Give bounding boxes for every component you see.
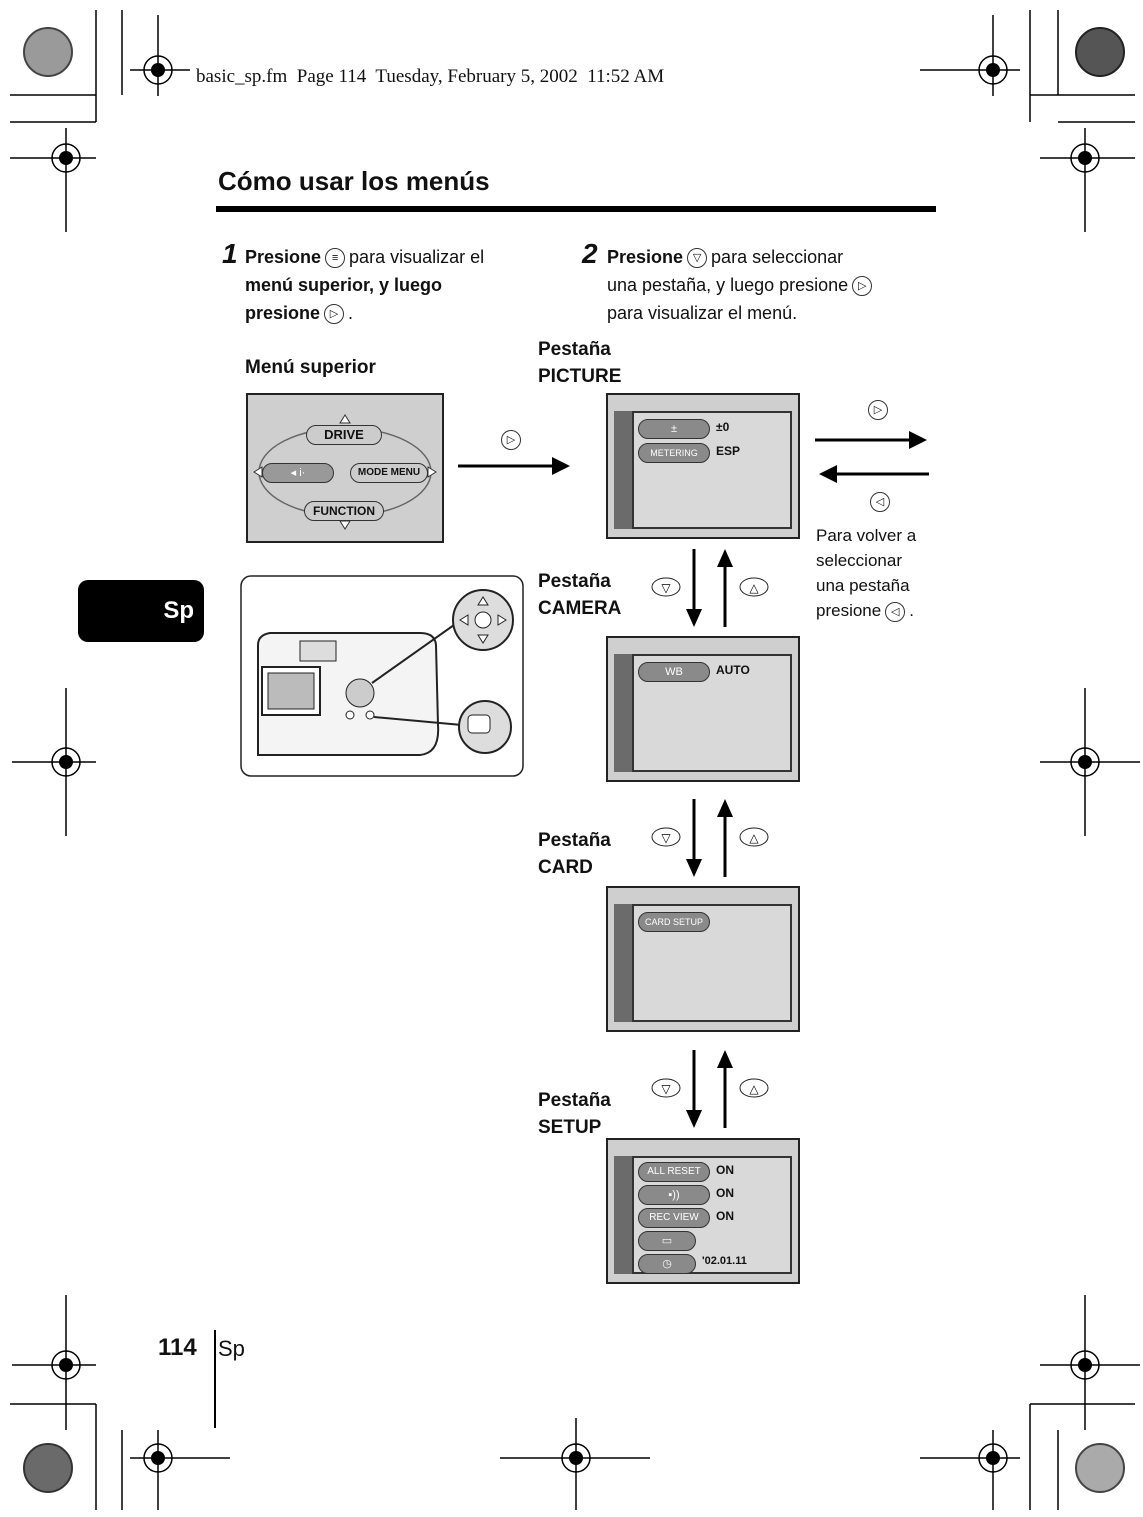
screen-setup-tab: ALL RESET ON ▪)) ON REC VIEW ON ▭ ◷ '02.…: [606, 1138, 800, 1284]
screen-tab-strip: [614, 654, 632, 772]
right-button-icon-1: ▷: [497, 430, 525, 450]
tab-label-picture: Pestaña PICTURE: [538, 336, 621, 390]
right-button-icon-2: ▷: [864, 400, 892, 420]
screen-inner: WB AUTO: [632, 654, 792, 772]
date-value: '02.01.11: [702, 1255, 747, 1267]
screen-tab-strip: [614, 1156, 632, 1274]
screen-camera-tab: ± ±0 METERING ESP: [606, 393, 800, 539]
screen-inner: ALL RESET ON ▪)) ON REC VIEW ON ▭ ◷ '02.…: [632, 1156, 792, 1274]
step1-number: 1: [222, 238, 238, 269]
all-reset-value: ON: [716, 1163, 734, 1177]
rec-view-value: ON: [716, 1209, 734, 1223]
step1-line2: menú superior, y luego: [245, 275, 443, 295]
metering-value: ESP: [716, 444, 741, 458]
arrow-right-1: [458, 457, 570, 475]
return-note: Para volver a seleccionar una pestaña pr…: [816, 523, 966, 623]
updown-arrows-2: ▽ △: [651, 799, 769, 877]
page-number: 114: [158, 1334, 197, 1361]
tab-label-picture-line1: Pestaña: [538, 339, 611, 360]
right-arrow-button-icon: ▷: [852, 276, 873, 297]
function-option: FUNCTION: [304, 501, 384, 521]
clock-item: ◷: [638, 1254, 696, 1274]
left-button-icon-2: ◁: [885, 601, 906, 622]
footer-divider: [214, 1330, 216, 1428]
title-rule: [216, 206, 936, 212]
menu-button-icon: ≡: [325, 248, 346, 269]
footer-language: Sp: [218, 1336, 245, 1361]
exposure-comp-item: ±: [638, 419, 710, 439]
screen-inner: CARD SETUP: [632, 904, 792, 1022]
svg-text:△: △: [749, 1082, 759, 1096]
step2-line2: una pestaña, y luego presione: [607, 275, 849, 295]
return-note-line1: Para volver a: [816, 526, 917, 545]
step2-number: 2: [582, 238, 598, 269]
svg-text:▽: ▽: [661, 581, 671, 595]
brightness-item: ▭: [638, 1231, 696, 1251]
file-header: basic_sp.fm Page 114 Tuesday, February 5…: [196, 66, 665, 87]
up-down-button-icon: ▽: [687, 248, 708, 269]
top-menu-caption: Menú superior: [245, 357, 376, 378]
step2-line1-a: Presione: [607, 247, 684, 267]
page-title: Cómo usar los menús: [218, 166, 490, 196]
step1: 1: [222, 238, 238, 270]
screen-picture-tab: WB AUTO: [606, 636, 800, 782]
screen-tab-strip: [614, 411, 632, 529]
tab-label-card-line2: CARD: [538, 857, 593, 878]
wb-item: WB: [638, 662, 710, 682]
rec-view-item: REC VIEW: [638, 1208, 710, 1228]
screen-inner: ± ±0 METERING ESP: [632, 411, 792, 529]
step2: 2: [582, 238, 598, 270]
tab-label-camera: Pestaña CAMERA: [538, 568, 621, 622]
step1-line1-a: Presione: [245, 247, 322, 267]
all-reset-item: ALL RESET: [638, 1162, 710, 1182]
top-menu-screen: DRIVE ◂ i· MODE MENU FUNCTION: [246, 393, 444, 543]
wb-value: AUTO: [716, 663, 750, 677]
svg-text:△: △: [749, 581, 759, 595]
drive-option: DRIVE: [306, 425, 382, 445]
left-button-icon-1: ◁: [866, 492, 894, 512]
beep-value: ON: [716, 1186, 734, 1200]
tab-label-setup-line2: SETUP: [538, 1117, 602, 1138]
tab-label-picture-line2: PICTURE: [538, 366, 622, 387]
camera-illustration: [240, 575, 524, 777]
screen-card-tab: CARD SETUP: [606, 886, 800, 1032]
updown-arrows-3: ▽ △: [651, 1050, 769, 1128]
metering-item: METERING: [638, 443, 710, 463]
mode-menu-option: MODE MENU: [350, 463, 428, 483]
step2-line3: para visualizar el menú.: [607, 303, 798, 323]
right-arrow-button-icon: ▷: [324, 304, 345, 325]
tab-label-card: Pestaña CARD: [538, 827, 611, 881]
svg-text:▽: ▽: [661, 831, 671, 845]
return-note-line2: seleccionar: [816, 551, 902, 570]
tab-label-card-line1: Pestaña: [538, 830, 611, 851]
return-note-line4: presione: [816, 601, 882, 620]
card-setup-item: CARD SETUP: [638, 912, 710, 932]
tab-label-setup-line1: Pestaña: [538, 1090, 611, 1111]
step2-line1-b: para seleccionar: [711, 247, 844, 267]
tab-switch-arrows: [815, 431, 929, 483]
step1-line1-b: para visualizar el: [349, 247, 485, 267]
tab-label-camera-line1: Pestaña: [538, 571, 611, 592]
beep-item: ▪)): [638, 1185, 710, 1205]
screen-tab-strip: [614, 904, 632, 1022]
language-side-tab: Sp: [78, 580, 204, 642]
return-note-line3: una pestaña: [816, 576, 910, 595]
step2-text: Presione▽para seleccionar una pestaña, y…: [607, 243, 937, 327]
tab-label-setup: Pestaña SETUP: [538, 1087, 611, 1141]
exposure-comp-value: ±0: [716, 420, 730, 434]
updown-arrows-1: ▽ △: [651, 549, 769, 627]
image-quality-option: ◂ i·: [262, 463, 334, 483]
step1-line3: presione: [245, 303, 321, 323]
step1-text: Presione≡para visualizar el menú superio…: [245, 247, 485, 325]
tab-label-camera-line2: CAMERA: [538, 598, 622, 619]
svg-text:△: △: [749, 831, 759, 845]
svg-text:▽: ▽: [661, 1082, 671, 1096]
